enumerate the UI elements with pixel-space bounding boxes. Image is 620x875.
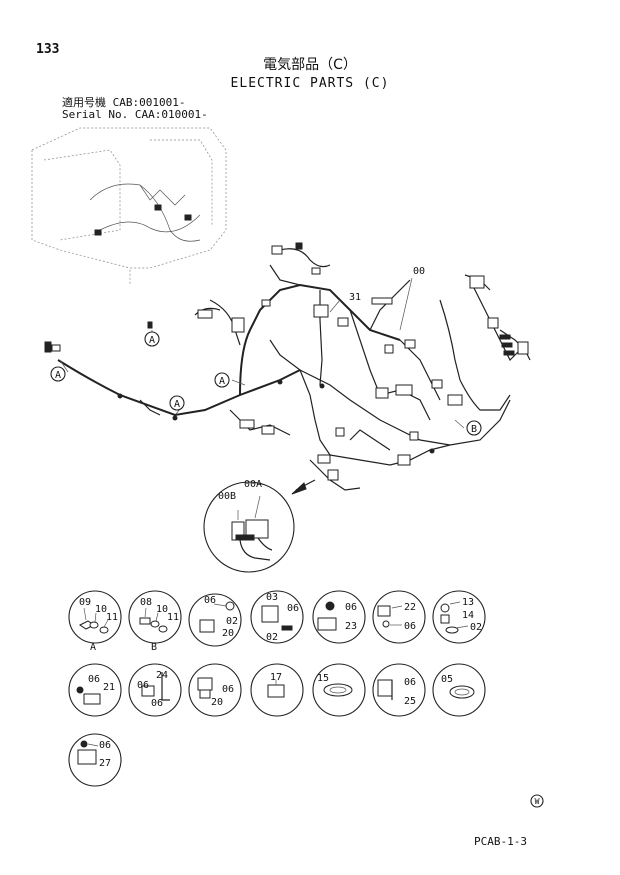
svg-text:A: A <box>149 335 155 346</box>
main-harness <box>57 248 531 491</box>
svg-text:B: B <box>471 424 477 435</box>
part-number-label: 14 <box>462 610 474 621</box>
title-japanese: 電気部品（C） <box>263 57 357 73</box>
callout-00: 00 <box>413 266 425 277</box>
detail-circle-13: 06 25 <box>372 663 426 717</box>
ref-circle-a-2: A <box>50 366 66 382</box>
callout-leaders <box>59 277 465 495</box>
part-number-label: 27 <box>99 758 111 769</box>
detail-ref-label: A <box>90 642 96 653</box>
part-number-label: 22 <box>404 602 416 613</box>
part-number-label: 06 <box>222 684 234 695</box>
svg-text:A: A <box>55 370 61 381</box>
part-number-label: 24 <box>156 670 168 681</box>
ref-circle-a-1: A <box>144 331 160 347</box>
part-number-label: 02 <box>470 622 482 633</box>
svg-text:A: A <box>219 376 225 387</box>
part-number-label: 08 <box>140 597 152 608</box>
detail-circle-2: 08 10 11 B <box>128 590 182 653</box>
detail-ref-label: B <box>151 642 157 653</box>
part-number-label: 11 <box>106 612 118 623</box>
part-number-label: 06 <box>404 621 416 632</box>
part-number-label: 10 <box>156 604 168 615</box>
part-number-label: 09 <box>79 597 91 608</box>
part-number-label: 05 <box>441 674 453 685</box>
svg-text:W: W <box>535 797 540 806</box>
part-number-label: 20 <box>211 697 223 708</box>
detail-circle-5: 06 23 <box>312 590 366 644</box>
detail-circle-connector: 00B 00A <box>203 479 295 573</box>
detail-circle-15: 06 27 <box>68 733 122 787</box>
part-number-label: 15 <box>317 673 329 684</box>
page-number: 133 <box>36 42 60 57</box>
svg-text:A: A <box>174 399 180 410</box>
callout-00b: 00B <box>218 491 236 502</box>
w-mark: W <box>530 794 544 808</box>
part-number-label: 06 <box>204 595 216 606</box>
detail-circle-9: 24 06 06 <box>128 663 182 717</box>
part-number-label: 17 <box>270 672 282 683</box>
part-number-label: 13 <box>462 597 474 608</box>
part-number-label: 02 <box>266 632 278 643</box>
harness-connectors <box>44 242 529 481</box>
title-english: ELECTRIC PARTS (C) <box>230 76 390 91</box>
part-number-label: 21 <box>103 682 115 693</box>
part-number-label: 06 <box>99 740 111 751</box>
document-code: PCAB-1-3 <box>474 835 527 848</box>
cab-outline <box>31 127 227 285</box>
part-number-label: 06 <box>151 698 163 709</box>
detail-circle-10: 06 20 <box>188 663 242 717</box>
ref-circle-a-3: A <box>169 395 185 411</box>
ref-circle-a-4: A <box>214 372 230 388</box>
detail-circle-6: 22 06 <box>372 590 426 644</box>
part-number-label: 06 <box>88 674 100 685</box>
detail-circle-1: 09 10 11 A <box>68 590 122 653</box>
part-number-label: 06 <box>137 680 149 691</box>
detail-circle-3: 06 02 20 <box>188 593 242 647</box>
detail-circle-4: 03 06 02 <box>250 590 304 644</box>
serial-range-japanese: 適用号機 CAB:001001- <box>62 96 186 109</box>
detail-circle-12: 15 <box>312 663 366 717</box>
part-number-label: 06 <box>404 677 416 688</box>
part-number-label: 23 <box>345 621 357 632</box>
part-number-label: 03 <box>266 592 278 603</box>
part-number-label: 06 <box>287 603 299 614</box>
detail-circle-11: 17 <box>250 663 304 717</box>
part-number-label: 11 <box>167 612 179 623</box>
callout-00a: 00A <box>244 479 262 490</box>
detail-circle-7: 13 14 02 <box>432 590 486 644</box>
part-number-label: 25 <box>404 696 416 707</box>
part-number-label: 10 <box>95 604 107 615</box>
part-number-label: 20 <box>222 628 234 639</box>
detail-circle-8: 06 21 <box>68 663 122 717</box>
callout-31: 31 <box>349 292 361 303</box>
detail-circle-14: 05 <box>432 663 486 717</box>
ref-circle-b: B <box>466 420 482 436</box>
serial-range-english: Serial No. CAA:010001- <box>62 108 208 121</box>
part-number-label: 02 <box>226 616 238 627</box>
part-number-label: 06 <box>345 602 357 613</box>
